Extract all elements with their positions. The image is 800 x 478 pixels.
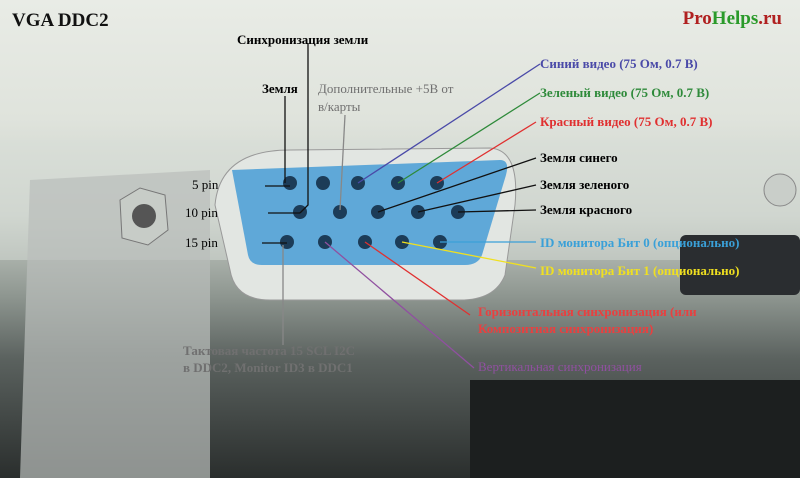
screw-hex-nut xyxy=(119,187,169,246)
label-extra-5v: Дополнительные +5В от xyxy=(318,81,454,96)
label-id-bit0: ID монитора Бит 0 (опционально) xyxy=(540,235,740,250)
pin-marker-15: 15 pin xyxy=(185,235,218,250)
label-ground-green: Земля зеленого xyxy=(540,177,630,192)
pin-marker-10: 10 pin xyxy=(185,205,218,220)
label-scl-line2: в DDC2, Monitor ID3 в DDC1 xyxy=(183,360,353,375)
label-ground: Земля xyxy=(262,81,298,96)
label-vsync: Вертикальная синхронизация xyxy=(478,359,642,374)
label-ground-sync: Синхронизация земли xyxy=(237,32,369,47)
label-ground-red: Земля красного xyxy=(540,202,633,217)
label-hsync: Горизонтальная синхронизация (или xyxy=(478,304,697,319)
pin-marker-5: 5 pin xyxy=(192,177,219,192)
label-hsync-line2: Композитная синхронизация) xyxy=(478,321,654,336)
label-scl: Тактовая частота 15 SCL I2C xyxy=(183,343,355,358)
label-extra-5v-line2: в/карты xyxy=(318,99,361,114)
pin-hole-4 xyxy=(316,176,330,190)
pin-hole-15 xyxy=(280,235,294,249)
label-green-video: Зеленый видео (75 Ом, 0.7 В) xyxy=(540,85,710,100)
label-blue-video: Синий видео (75 Ом, 0.7 В) xyxy=(540,56,698,71)
pin-hole-10 xyxy=(293,205,307,219)
label-id-bit1: ID монитора Бит 1 (опционально) xyxy=(540,263,740,278)
label-ground-blue: Земля синего xyxy=(540,150,618,165)
diagram-title: VGA DDC2 xyxy=(12,10,109,31)
pin-hole-9 xyxy=(333,205,347,219)
label-red-video: Красный видео (75 Ом, 0.7 В) xyxy=(540,114,713,129)
watermark-logo: ProHelps.ru xyxy=(682,8,782,29)
